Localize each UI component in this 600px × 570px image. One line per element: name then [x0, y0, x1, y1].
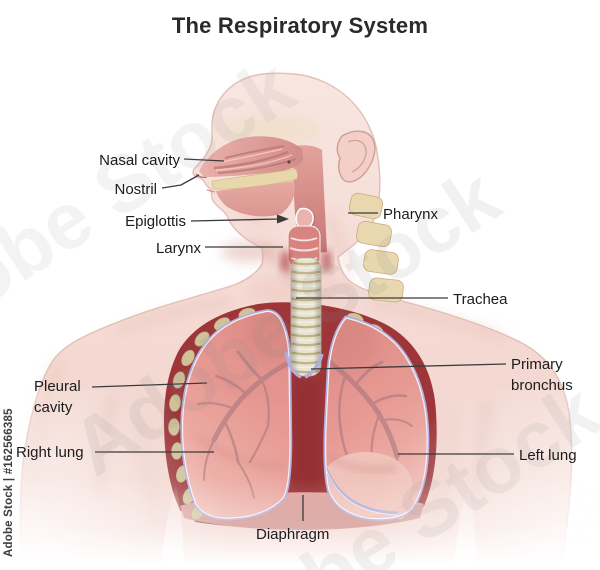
- label-pleural-cavity: Pleural cavity: [34, 378, 81, 416]
- face-detail-lines: [195, 173, 216, 193]
- nostril-line: [161, 174, 200, 189]
- epiglottis-arrowhead: [277, 214, 289, 224]
- label-right-lung: Right lung: [16, 444, 84, 461]
- label-epiglottis: Epiglottis: [125, 213, 186, 230]
- pleura-over-carina-left: [284, 351, 302, 379]
- nasopharynx-dot: [287, 160, 291, 164]
- pleural-cavity-line: [91, 382, 208, 388]
- label-pharynx: Pharynx: [383, 206, 439, 223]
- white-fades: [0, 390, 600, 570]
- nasal-turbinates: [213, 145, 297, 174]
- nasal-cavity-line: [183, 158, 225, 162]
- label-left-lung: Left lung: [519, 447, 577, 464]
- label-trachea: Trachea: [453, 291, 508, 308]
- primary-bronchus-line: [310, 363, 507, 370]
- pleura-over-carina-right: [304, 353, 324, 379]
- oral-cavity-shape: [216, 181, 295, 217]
- head-airway-section: [199, 136, 327, 269]
- label-nasal-cavity: Nasal cavity: [99, 152, 180, 169]
- leader-lines: [91, 158, 514, 521]
- label-primary-bronchus: Primary bronchus: [511, 356, 573, 394]
- trachea-shape: [281, 250, 331, 379]
- label-nostril: Nostril: [114, 181, 157, 198]
- stock-id-watermark: Adobe Stock | #162566385: [3, 408, 15, 557]
- label-larynx: Larynx: [155, 240, 201, 257]
- page-title: The Respiratory System: [171, 13, 429, 38]
- label-diaphragm: Diaphragm: [256, 526, 330, 543]
- ear: [336, 130, 376, 183]
- epiglottis-shape: [295, 207, 314, 229]
- palate-shape: [211, 168, 298, 190]
- epiglottis-line: [190, 218, 280, 222]
